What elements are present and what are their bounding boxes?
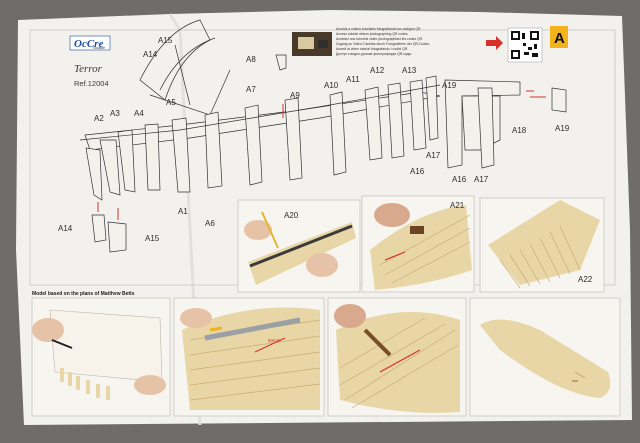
measure-label: 60mm (268, 338, 281, 343)
qr-code[interactable] (507, 27, 543, 63)
step-photo-4 (469, 297, 621, 417)
video-notice-line-5: Accedi ai video tutorial fotografando i … (336, 47, 408, 51)
photo-panel-a21: A21 (361, 195, 475, 293)
label-a15-bottom: A15 (145, 234, 160, 243)
label-a21: A21 (450, 201, 465, 210)
label-a12: A12 (370, 66, 385, 75)
label-a17-left: A17 (426, 151, 441, 160)
sheet-letter: A (554, 30, 565, 47)
label-a4: A4 (134, 109, 144, 118)
label-a10: A10 (324, 81, 339, 90)
label-a14-bottom: A14 (58, 224, 73, 233)
logo-text: OcCre (74, 38, 103, 50)
label-a14-top: A14 (143, 50, 158, 59)
part-a14-piece (91, 214, 107, 243)
label-a15-top: A15 (158, 36, 173, 45)
video-notice-line-3: Accédez aux tutoriels vidéo photographia… (336, 37, 423, 41)
stern-assembly (444, 79, 567, 169)
label-a19-top: A19 (442, 81, 457, 90)
label-a5: A5 (166, 98, 176, 107)
label-a16-left: A16 (410, 167, 425, 176)
label-a19: A19 (555, 124, 570, 133)
label-a16-right: A16 (452, 175, 467, 184)
video-notice-line-4: Zugang zu Video-Tutorials durch Fotograf… (336, 42, 430, 46)
part-a15-piece (107, 221, 127, 253)
video-notice-line-6: Доступ к видео-урокам фотографируя QR-ко… (336, 52, 412, 56)
label-a13: A13 (402, 66, 417, 75)
brand-logo: OcCre Vocable (69, 35, 111, 51)
label-a20: A20 (284, 211, 299, 220)
video-notice: Acceda a vídeos tutoriales fotografiando… (292, 27, 430, 56)
step-photo-1 (31, 297, 171, 417)
step-photo-3 (327, 297, 467, 417)
step-photo-2: 60mm (173, 297, 325, 417)
model-name: Terror (74, 63, 103, 75)
photo-panel-a22: A22 (479, 197, 605, 293)
label-a17-right: A17 (474, 175, 489, 184)
logo-subtext: Vocable (93, 46, 105, 50)
plans-credit: Model based on the plans of Matthew Bett… (32, 291, 135, 297)
label-a3: A3 (110, 109, 120, 118)
label-a9: A9 (290, 91, 300, 100)
hull-frame-assembly (79, 75, 441, 201)
label-a7: A7 (246, 85, 256, 94)
label-a1: A1 (178, 207, 188, 216)
photo-panel-a20: A20 (237, 199, 361, 293)
arrow-right-icon (486, 36, 503, 50)
part-a8-piece (275, 54, 287, 71)
label-a8: A8 (246, 55, 256, 64)
video-notice-line-2: Access tutorial videos photographing QR … (336, 32, 408, 36)
label-a11: A11 (346, 75, 360, 84)
label-a6: A6 (205, 219, 215, 228)
video-notice-line-1: Acceda a vídeos tutoriales fotografiando… (336, 27, 421, 31)
label-a18: A18 (512, 126, 527, 135)
label-a2: A2 (94, 114, 104, 123)
model-reference: Ref.12004 (74, 79, 109, 88)
label-a22: A22 (578, 275, 593, 284)
sheet-letter-badge (550, 26, 568, 48)
